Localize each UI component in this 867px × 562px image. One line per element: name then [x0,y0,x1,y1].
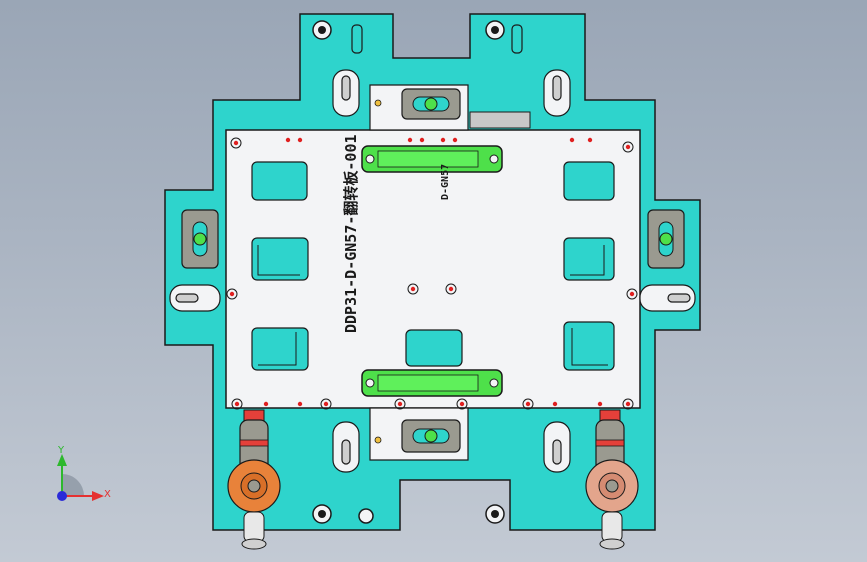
green-blocks[interactable] [361,145,503,397]
engraving-small: D-GN57 [440,164,451,200]
engraving-main: DDP31-D-GN57-翻转板-001 [342,134,360,333]
toggle-clamp-left[interactable] [227,409,281,550]
dowel-holes [229,137,635,407]
coordinate-triad[interactable]: Y X [57,445,111,501]
x-axis-arrow [92,491,104,501]
y-axis-arrow [57,454,67,466]
z-axis-dot [57,491,67,501]
toggle-clamp-right[interactable] [585,409,639,550]
plate-cutouts [251,161,615,371]
y-axis-label: Y [57,445,65,456]
x-axis-label: X [104,489,111,500]
top-plate[interactable] [225,129,641,409]
